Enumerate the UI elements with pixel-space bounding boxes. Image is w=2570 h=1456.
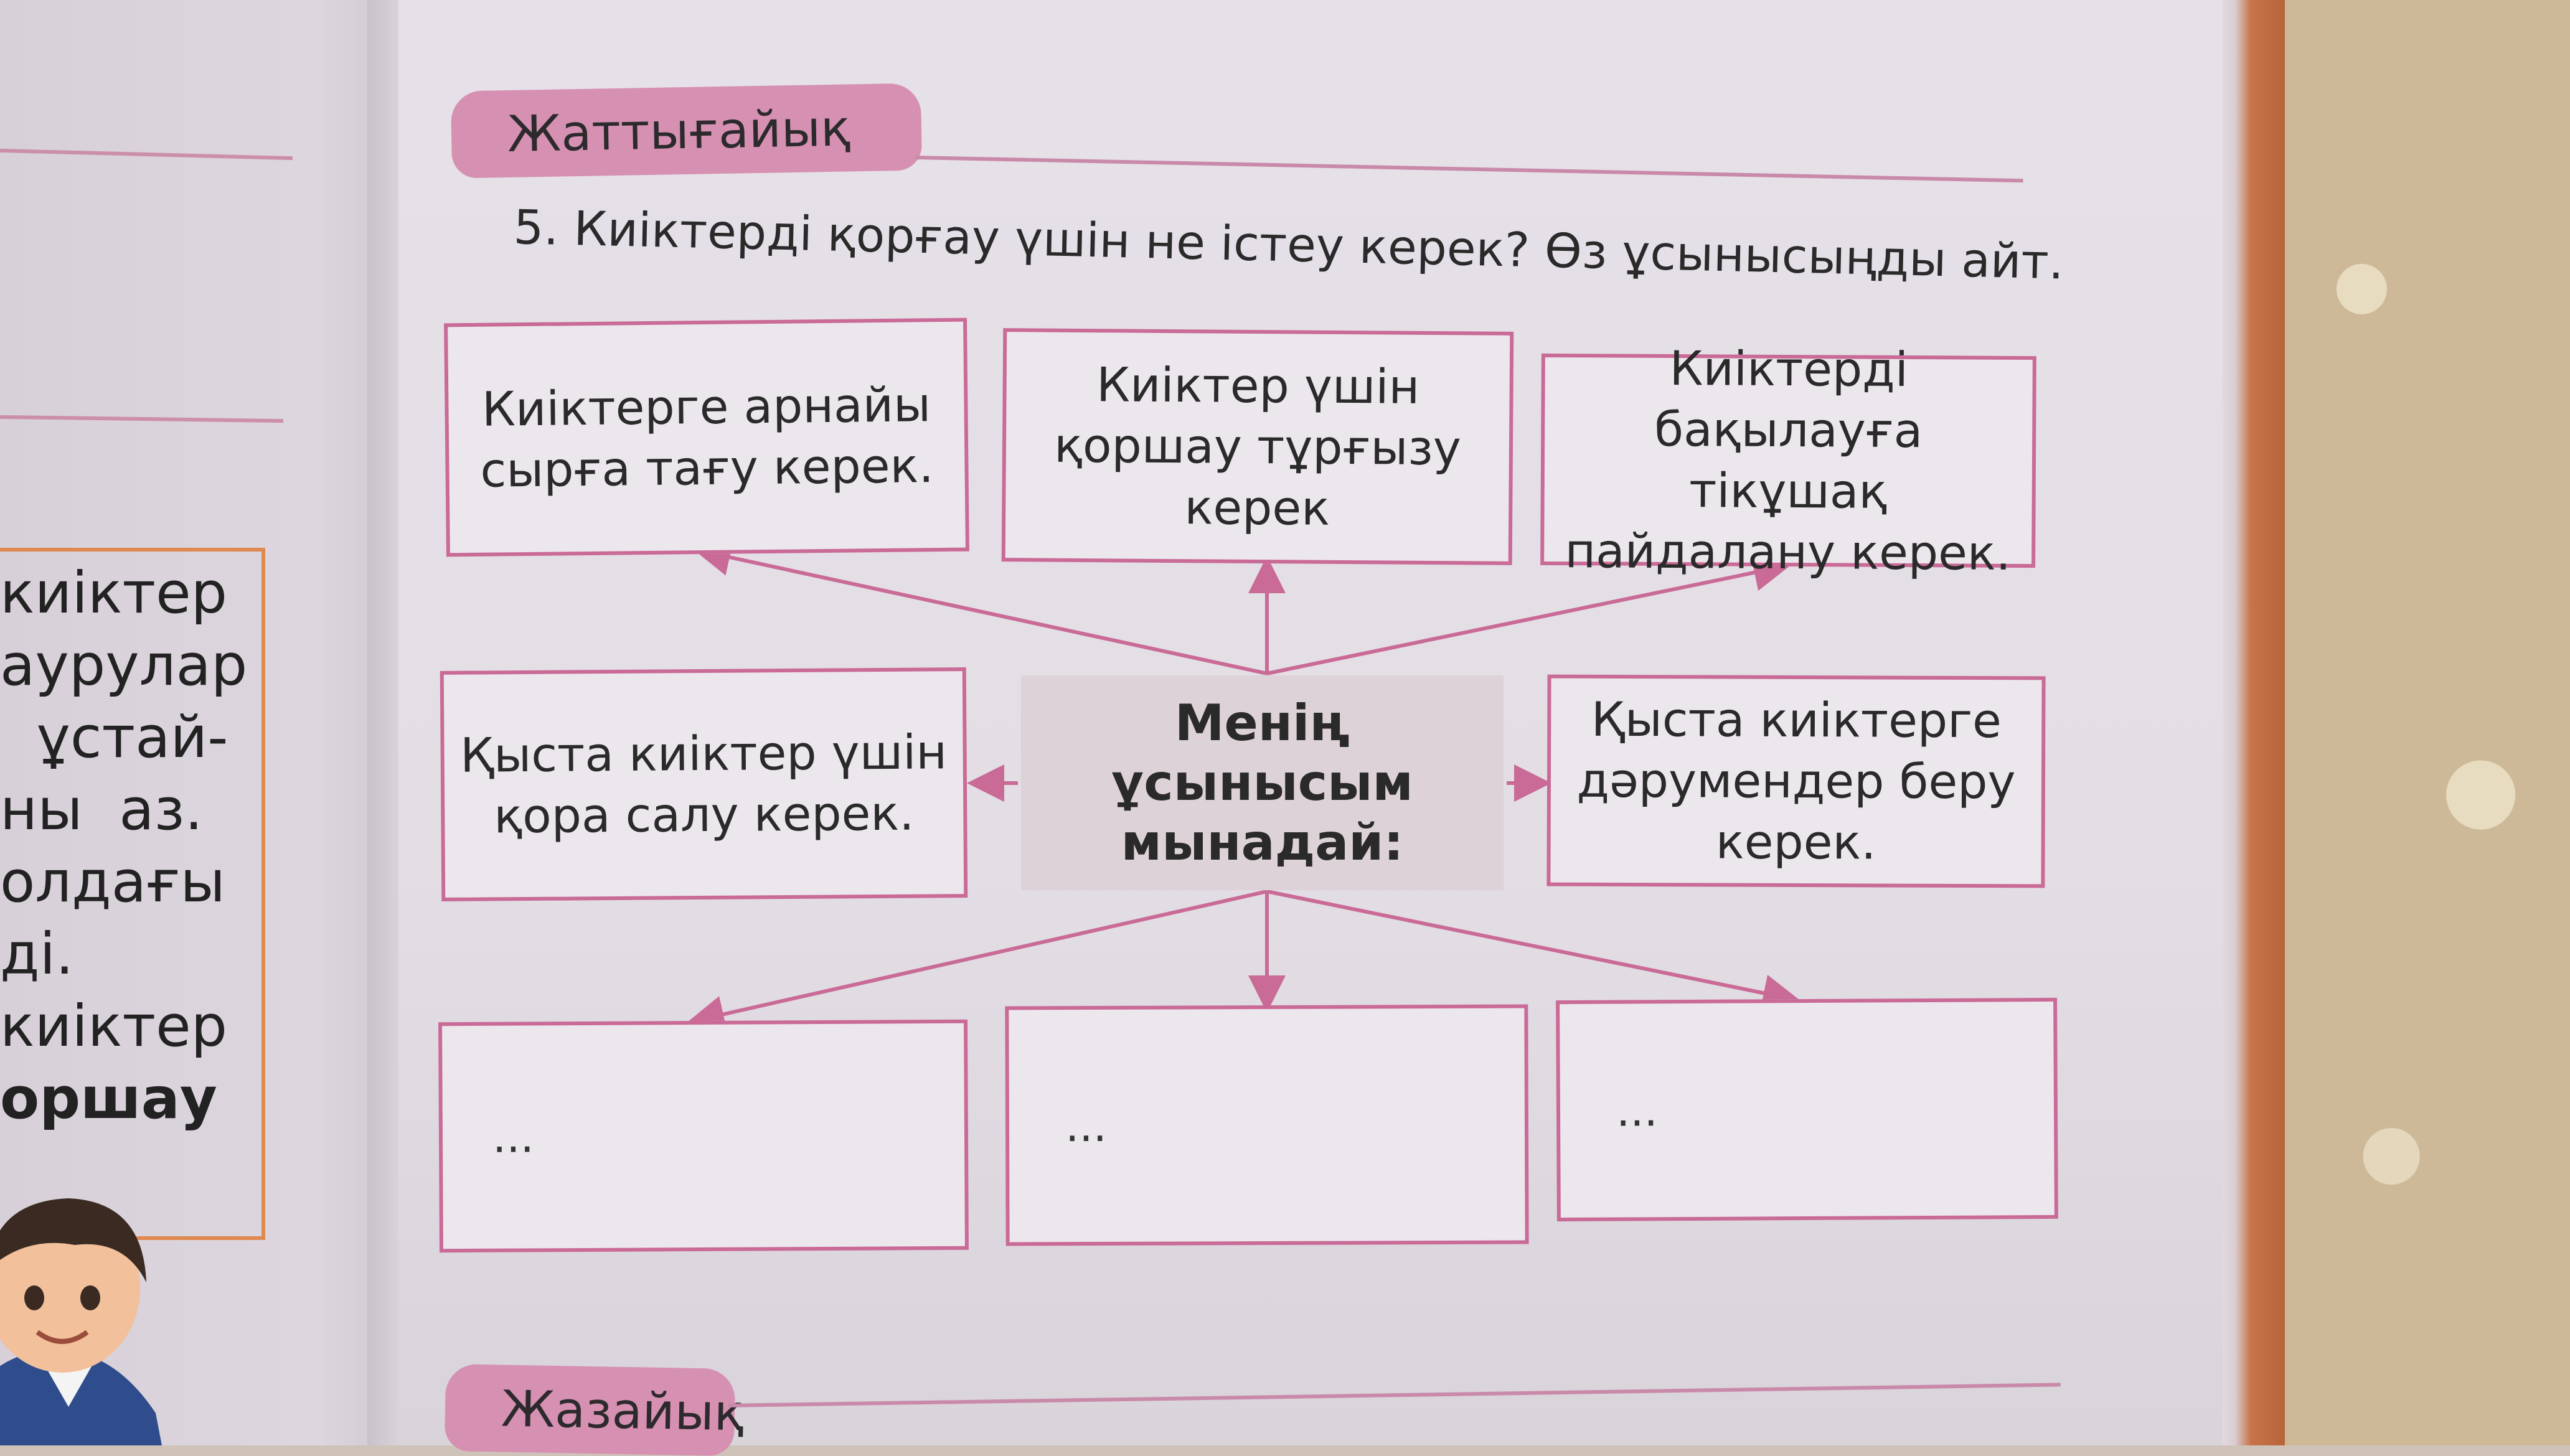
bottom-box-empty[interactable]: ... bbox=[1005, 1004, 1529, 1246]
bottom-box-empty[interactable]: ... bbox=[1556, 997, 2058, 1222]
top-box-text: Киіктер үшін қоршау тұрғызу керек bbox=[1053, 356, 1462, 536]
top-box-text: Киіктерге арнайы сырға тағу керек. bbox=[479, 376, 934, 498]
left-text-line: оршау bbox=[0, 1065, 217, 1132]
left-text-line: ны аз. bbox=[0, 776, 203, 843]
center-line: ұсынысым bbox=[1111, 753, 1413, 812]
left-text-line: аурулар bbox=[0, 632, 248, 698]
top-box-fence: Киіктер үшін қоршау тұрғызу керек bbox=[1001, 328, 1514, 565]
left-text-line: ді. bbox=[0, 921, 74, 987]
center-line: мынадай: bbox=[1121, 813, 1404, 871]
side-box-vitamins: Қыста киіктерге дәрумендер беру керек. bbox=[1546, 674, 2046, 888]
left-page: киіктер аурулар ұстай- ны аз. олдағы ді.… bbox=[0, 0, 398, 1445]
bottom-box-empty[interactable]: ... bbox=[438, 1019, 969, 1253]
left-text-line: олдағы bbox=[0, 848, 226, 915]
bottom-box-placeholder: ... bbox=[1616, 1084, 1658, 1137]
bottom-box-placeholder: ... bbox=[1065, 1100, 1107, 1152]
left-text-line: ұстай- bbox=[0, 704, 228, 771]
left-page-text: киіктер аурулар ұстай- ны аз. олдағы ді.… bbox=[0, 557, 247, 1135]
top-box-helicopter: Киіктерді бақылауға тікұшақ пайдалану ке… bbox=[1540, 341, 2036, 581]
side-box-text: Қыста киіктер үшін қора салу керек. bbox=[459, 724, 948, 844]
top-box-earrings: Киіктерге арнайы сырға тағу керек. bbox=[444, 317, 969, 557]
top-box-text: Киіктерді бақылауға тікұшақ пайдалану ке… bbox=[1565, 340, 2012, 581]
side-box-text: Қыста киіктерге дәрумендер беру керек. bbox=[1576, 691, 2016, 870]
boy-illustration bbox=[0, 1198, 162, 1445]
left-text-line: киіктер bbox=[0, 993, 228, 1059]
side-box-shelter: Қыста киіктер үшін қора салу керек. bbox=[440, 667, 968, 901]
center-box-my-proposal: Менің ұсынысым мынадай: bbox=[1021, 675, 1504, 890]
section-tab-writing: Жазайық bbox=[444, 1363, 745, 1456]
tablecloth-background bbox=[2272, 0, 2570, 1445]
bottom-box-placeholder: ... bbox=[492, 1111, 534, 1163]
left-text-line: киіктер bbox=[0, 560, 228, 626]
center-line: Менің bbox=[1174, 693, 1350, 752]
section-tab-label: Жазайық bbox=[501, 1379, 745, 1442]
book-cover-edge bbox=[2216, 0, 2285, 1445]
